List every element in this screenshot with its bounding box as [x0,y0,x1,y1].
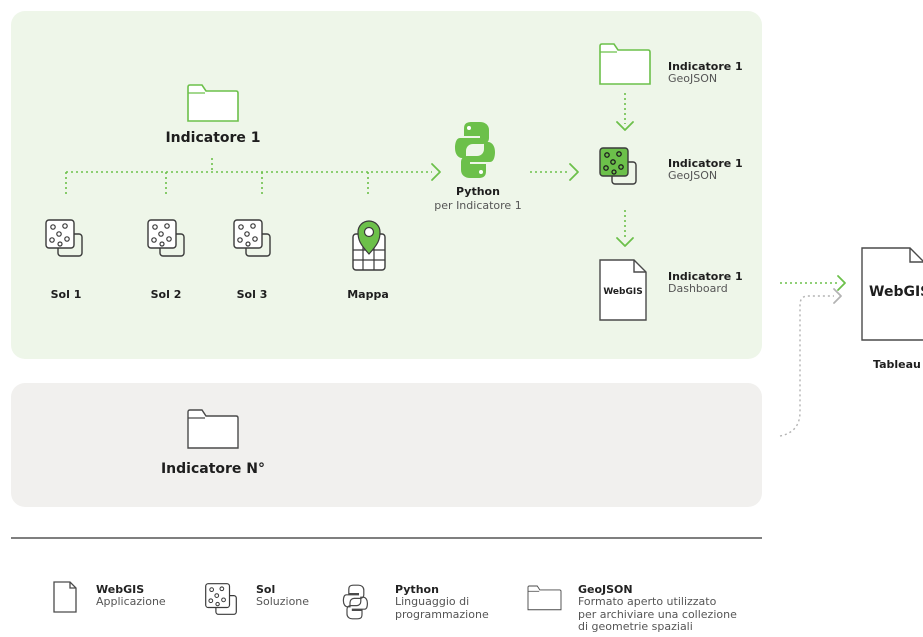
python-icon [455,122,495,178]
dashboard-doc-label: WebGIS [603,287,642,297]
legend-desc: Linguaggio di [395,595,470,609]
indicator-n-title: Indicatore N° [160,461,266,477]
legend-title: GeoJSON [578,583,633,596]
legend-desc: di geometrie spaziali [578,620,693,634]
output-1-title: Indicatore 1 [668,60,743,73]
output-3-subtitle: Dashboard [668,282,728,295]
legend-item-geojson: GeoJSON Formato aperto utilizzato per ar… [578,583,737,634]
legend-title: Sol [256,583,276,596]
legend-desc: Formato aperto utilizzato [578,595,717,609]
source-label-sol-2: Sol 2 [150,288,182,301]
python-title: Python [456,185,500,198]
legend-item-webgis: WebGIS Applicazione [96,583,166,609]
output-2-subtitle: GeoJSON [668,169,718,182]
output-2-title: Indicatore 1 [668,157,743,170]
legend-desc: programmazione [395,607,489,621]
legend-title: Python [395,583,439,596]
source-label-mappa: Mappa [347,288,389,301]
source-label-sol-1: Sol 1 [50,288,82,301]
legend-desc: Applicazione [96,595,166,609]
tableau-caption: Tableau [873,358,921,371]
webgis-document-icon [861,247,923,341]
legend-item-sol: Sol Soluzione [256,583,310,609]
legend-item-python: Python Linguaggio di programmazione [395,583,489,621]
sol-icon [599,147,637,185]
indicator-1-title: Indicatore 1 [165,130,261,146]
sol-icon [233,219,271,257]
legend-desc: Soluzione [256,595,310,609]
grey-arrow [779,288,842,437]
tableau-doc-label: WebGIS [869,284,923,300]
legend-title: WebGIS [96,583,145,596]
output-3-title: Indicatore 1 [668,270,743,283]
legend-desc: per archiviare una collezione [578,607,737,621]
arrow-heads [431,121,846,291]
folder-icon [527,585,562,611]
sol-icon [205,583,237,615]
sol-icon [45,219,83,257]
python-subtitle: per Indicatore 1 [434,199,522,212]
webgis-document-icon [53,581,77,613]
python-icon [342,584,369,620]
sol-icon [147,219,185,257]
connector-lines [65,93,838,284]
output-1-subtitle: GeoJSON [668,72,718,85]
folder-icon [187,409,239,449]
folder-icon [187,84,239,122]
folder-icon [599,43,651,85]
map-pin-icon [352,220,386,271]
indicator-n-panel [11,383,762,507]
source-label-sol-3: Sol 3 [236,288,268,301]
